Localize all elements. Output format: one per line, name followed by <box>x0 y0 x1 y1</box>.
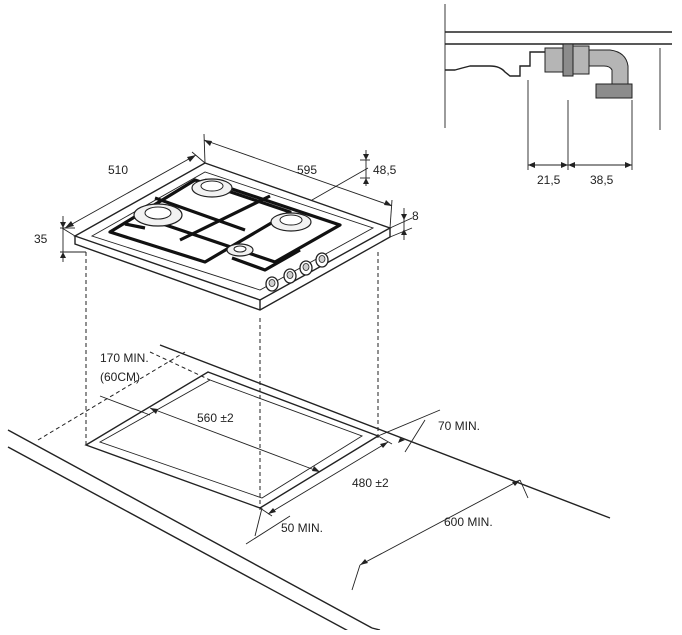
burner-front-left <box>133 203 183 227</box>
dim-depth-510: 510 <box>108 163 128 177</box>
worktop-cutout-drawing: 170 MIN. (60CM) 560 ±2 480 ±2 70 MIN. 50… <box>7 344 611 635</box>
dim-worktop-depth: 600 MIN. <box>444 515 493 529</box>
conn-dim-b: 38,5 <box>590 173 614 187</box>
burner-small-front <box>226 243 254 257</box>
conn-dim-a: 21,5 <box>537 173 561 187</box>
burner-rear-left <box>191 178 233 198</box>
dim-rear-clearance-cm: (60CM) <box>100 370 140 384</box>
dim-glass-8: 8 <box>412 209 419 223</box>
dim-front-clearance: 50 MIN. <box>281 521 323 535</box>
dim-cutout-depth: 480 ±2 <box>352 476 389 490</box>
dim-rear-clearance: 170 MIN. <box>100 351 149 365</box>
dim-width-595: 595 <box>297 163 317 177</box>
hob-drawing: 510 595 48,5 8 35 <box>34 133 419 510</box>
dim-height-35: 35 <box>34 232 48 246</box>
burner-right <box>270 212 312 232</box>
dim-cutout-width: 560 ±2 <box>197 411 234 425</box>
dim-side-clearance: 70 MIN. <box>438 419 480 433</box>
gas-connection-detail: 21,5 38,5 <box>444 4 672 187</box>
dim-offset-48-5: 48,5 <box>373 163 397 177</box>
control-knobs <box>265 252 329 292</box>
